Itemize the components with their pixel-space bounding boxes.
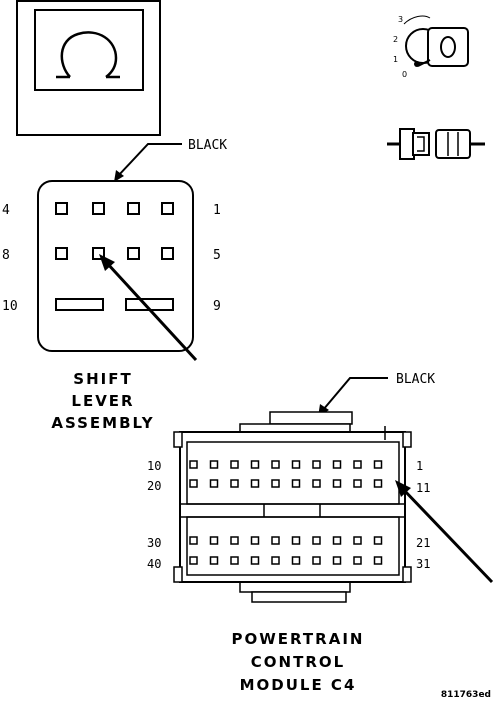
pcm-pin-20: 20 <box>147 479 161 493</box>
pcm-cavity <box>250 479 260 488</box>
shift-lever-pin-8: 8 <box>2 248 10 263</box>
pcm-cavity <box>373 479 383 488</box>
pcm-pin-10: 10 <box>147 459 161 473</box>
shift-lever-cavity-row-1 <box>55 202 174 215</box>
pcm-cavity <box>291 556 301 565</box>
pcm-cavity <box>250 556 260 565</box>
pcm-cavity <box>230 556 239 565</box>
ignition-position-1: 1 <box>393 55 398 64</box>
pcm-cavity <box>271 479 280 488</box>
pcm-cavity <box>209 479 219 488</box>
pcm-cavity <box>230 460 239 469</box>
pcm-cavity <box>332 536 342 545</box>
shift-lever-connector: BLACK 4 1 8 5 10 9 <box>2 138 227 432</box>
pcm-cavity-grid <box>189 460 383 565</box>
pcm-color-label: BLACK <box>396 372 435 387</box>
pcm-title-line-2: CONTROL <box>251 653 345 671</box>
connector-plug-icon <box>387 128 485 160</box>
pcm-connector: BLACK 10 1 20 11 30 21 40 31 <box>147 372 494 694</box>
pcm-cavity <box>271 556 280 565</box>
pcm-cavity <box>271 536 280 545</box>
pcm-cavity <box>189 479 198 488</box>
pcm-cavity <box>271 460 280 469</box>
shift-lever-pin-1: 1 <box>213 203 221 218</box>
pcm-cavity <box>373 556 383 565</box>
pcm-cavity <box>312 536 321 545</box>
shift-lever-title-line-2: LEVER <box>71 392 134 410</box>
pcm-cavity <box>353 460 362 469</box>
pcm-pin-21: 21 <box>416 536 430 550</box>
pcm-pin-11: 11 <box>416 481 430 495</box>
pcm-cavity <box>373 460 383 469</box>
pcm-cavity <box>209 460 219 469</box>
shift-lever-cavity-row-2 <box>55 247 174 260</box>
ignition-position-3: 3 <box>398 15 403 24</box>
pcm-cavity <box>353 536 362 545</box>
pcm-cavity <box>209 556 219 565</box>
pcm-cavity <box>209 536 219 545</box>
pcm-cavity <box>189 556 198 565</box>
pcm-title-line-3: MODULE C4 <box>240 676 357 694</box>
pcm-cavity <box>230 479 239 488</box>
pcm-cavity <box>250 536 260 545</box>
pcm-cavity <box>291 460 301 469</box>
pcm-cavity <box>291 479 301 488</box>
shift-lever-pin-10: 10 <box>2 299 18 314</box>
ignition-position-2: 2 <box>393 35 398 44</box>
shift-lever-title-line-1: SHIFT <box>73 370 132 388</box>
pcm-cavity <box>250 460 260 469</box>
pcm-cavity <box>373 536 383 545</box>
shift-lever-pin-4: 4 <box>2 203 10 218</box>
pcm-cavity <box>353 479 362 488</box>
pcm-cavity <box>332 479 342 488</box>
ignition-position-0: 0 <box>402 70 407 79</box>
pcm-pin-1: 1 <box>416 459 423 473</box>
pcm-cavity <box>312 460 321 469</box>
pcm-cavity <box>312 479 321 488</box>
pcm-cavity <box>291 536 301 545</box>
omega-symbol-icon <box>16 0 161 136</box>
ignition-key-icon: 3 2 1 0 <box>393 15 469 79</box>
pcm-pin-40: 40 <box>147 557 161 571</box>
pcm-cavity <box>353 556 362 565</box>
pcm-cavity <box>189 460 198 469</box>
pcm-cavity <box>230 536 239 545</box>
pcm-pin-31: 31 <box>416 557 430 571</box>
pcm-title-line-1: POWERTRAIN <box>232 630 365 648</box>
pcm-cavity <box>312 556 321 565</box>
figure-id: 811763ed <box>441 690 491 700</box>
shift-lever-color-label: BLACK <box>188 138 227 153</box>
pcm-cavity <box>332 556 342 565</box>
pcm-cavity <box>189 536 198 545</box>
shift-lever-pin-5: 5 <box>213 248 221 263</box>
shift-lever-title-line-3: ASSEMBLY <box>51 414 154 432</box>
pcm-cavity <box>332 460 342 469</box>
shift-lever-pin-9: 9 <box>213 299 221 314</box>
pcm-pin-30: 30 <box>147 536 161 550</box>
